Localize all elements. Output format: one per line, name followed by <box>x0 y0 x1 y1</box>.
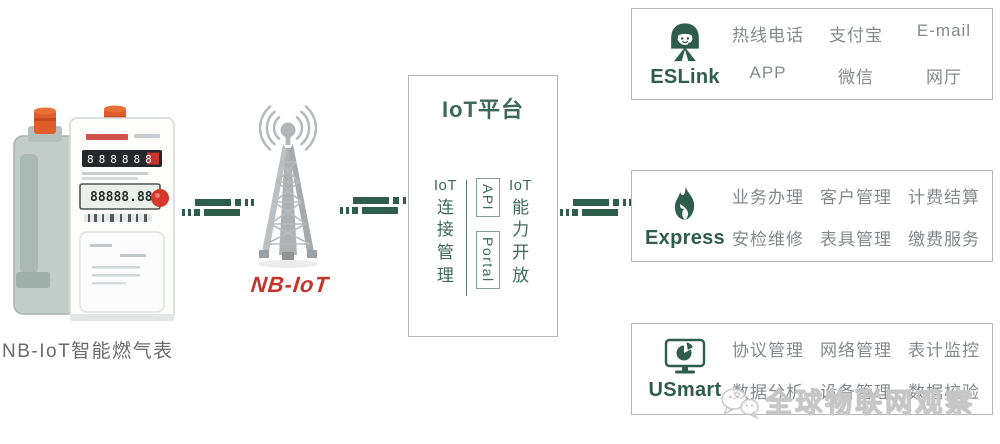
meter-barcode <box>84 214 152 222</box>
meter-text-line <box>82 177 138 180</box>
svg-text:888888: 888888 <box>87 153 157 166</box>
channel-item: 安检维修 <box>732 229 804 249</box>
meter-brand-mark <box>86 134 128 140</box>
channel-item: 微信 <box>838 67 874 87</box>
iot-connection-management-label: IoT 连 接 管 理 <box>433 177 457 285</box>
express-head: Express <box>644 171 726 261</box>
link-platform-to-channels <box>558 199 633 219</box>
dash-row <box>180 209 255 216</box>
meter-cap-left <box>34 107 56 134</box>
eslink-label: ESLink <box>650 65 720 88</box>
api-portal-stack: API Portal <box>476 178 500 289</box>
channel-item: 热线电话 <box>732 25 804 45</box>
iot-platform-title: IoT平台 <box>442 97 524 122</box>
channel-box-express: Express 业务办理 客户管理 计费结算 安检维修 表具管理 缴费服务 <box>631 170 993 262</box>
meter-red-button <box>151 189 169 207</box>
api-label: API <box>480 184 496 212</box>
vertical-divider <box>466 180 467 296</box>
channel-item: 支付宝 <box>829 25 883 45</box>
dash-row <box>193 199 255 206</box>
portal-box: Portal <box>476 231 500 289</box>
meter-text-line <box>82 172 148 175</box>
tower-antenna-sphere <box>280 122 296 138</box>
eslink-head: ESLink <box>644 9 726 99</box>
usmart-label: USmart <box>648 378 722 401</box>
channel-item: 网络管理 <box>820 340 892 360</box>
iot-platform-content: IoT 连 接 管 理 API Portal IoT 能 力 开 放 <box>409 177 557 296</box>
usmart-items: 协议管理 网络管理 表计监控 数据分析 设备管理 数据校验 <box>726 324 986 414</box>
meter-counter: 888888 <box>82 150 162 167</box>
dash-row <box>351 197 413 204</box>
channel-item: 网厅 <box>926 67 962 87</box>
channel-item: 计费结算 <box>908 187 980 207</box>
usmart-head: USmart <box>644 324 726 414</box>
dash-row <box>571 199 633 206</box>
channel-item: APP <box>749 62 787 82</box>
channel-item: 缴费服务 <box>908 229 980 249</box>
channel-item: 表具管理 <box>820 229 892 249</box>
radio-waves-icon <box>258 105 318 151</box>
meter-lower-door <box>79 231 165 313</box>
channel-item: 设备管理 <box>820 382 892 402</box>
meter-button-highlight <box>155 193 160 198</box>
monitor-pie-chart-icon <box>664 338 706 373</box>
express-items: 业务办理 客户管理 计费结算 安检维修 表具管理 缴费服务 <box>726 171 986 261</box>
tower-mast <box>285 137 291 145</box>
iot-capability-open-label: IoT 能 力 开 放 <box>509 177 533 285</box>
flame-icon <box>674 185 695 220</box>
meter-label-line <box>134 134 160 138</box>
dash-row <box>558 209 633 216</box>
channel-item: 协议管理 <box>732 340 804 360</box>
express-label: Express <box>645 226 725 249</box>
dash-row <box>338 207 413 214</box>
meter-base <box>70 314 174 321</box>
channel-item: E-mail <box>916 20 972 40</box>
cell-tower-icon <box>258 105 318 268</box>
customer-service-icon <box>671 22 699 61</box>
link-tower-to-platform <box>338 197 413 217</box>
channel-box-usmart: USmart 协议管理 网络管理 表计监控 数据分析 设备管理 数据校验 <box>631 323 993 415</box>
meter-lcd-display: 88888.88 <box>79 183 161 210</box>
meter-foot <box>16 272 50 288</box>
svg-text:88888.88: 88888.88 <box>90 190 153 205</box>
link-meter-to-tower <box>180 199 255 219</box>
channel-item: 客户管理 <box>820 187 892 207</box>
tower-lattice <box>259 144 317 260</box>
iot-platform-box: IoT平台 IoT 连 接 管 理 API Portal IoT 能 <box>408 75 558 337</box>
nbiot-logo: NB-IoT <box>249 272 331 297</box>
channel-item: 业务办理 <box>732 187 804 207</box>
tower-shadow <box>258 260 318 268</box>
api-box: API <box>476 178 500 218</box>
gas-meter-image: 888888 88888.88 <box>13 105 175 321</box>
meter-body-shade <box>20 154 38 274</box>
channel-item: 数据分析 <box>732 382 804 402</box>
meter-caption: NB-IoT智能燃气表 <box>2 341 174 362</box>
channel-item: 表计监控 <box>908 340 980 360</box>
portal-label: Portal <box>480 237 496 283</box>
channel-item: 数据校验 <box>908 382 980 402</box>
eslink-items: 热线电话 支付宝 E-mail APP 微信 网厅 <box>726 9 986 99</box>
channel-box-eslink: ESLink 热线电话 支付宝 E-mail APP 微信 网厅 <box>631 8 993 100</box>
